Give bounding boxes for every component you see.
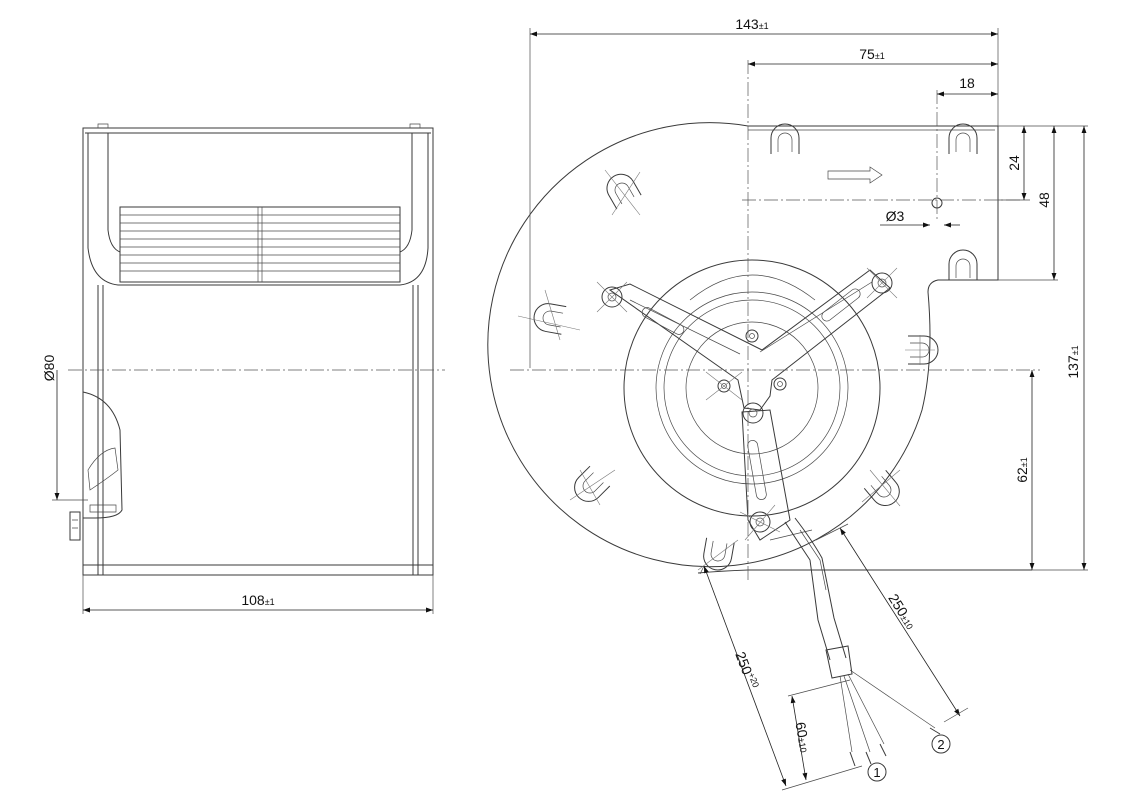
dim-side-diameter: Ø80 [41, 355, 57, 382]
side-view [52, 123, 445, 614]
dim-slot-depth: 24 [1006, 155, 1022, 171]
dim-side-width: 108±1 [241, 592, 274, 608]
dim-hole-dia: Ø3 [886, 208, 905, 224]
impeller-blades [119, 206, 401, 283]
dim-overall-height: 137±1 [1065, 345, 1081, 378]
callout-2-label: 2 [937, 737, 944, 752]
dim-cable-length-1: 250+20 [732, 649, 761, 691]
hole-d3 [931, 197, 943, 209]
motor-bracket [596, 267, 898, 541]
callout-1-label: 1 [873, 765, 880, 780]
dim-slot-spacing: 18 [959, 75, 975, 91]
dim-wire-strip: 60±10 [792, 721, 813, 754]
mounting-slots [533, 123, 978, 571]
callout-1 [867, 762, 887, 782]
airflow-arrow [827, 166, 883, 184]
dim-axis-height: 62±1 [1014, 457, 1030, 483]
callout-2 [931, 734, 951, 754]
dim-overall-width: 143±1 [735, 16, 768, 32]
dim-mount-height: 48 [1036, 192, 1052, 208]
dim-center-offset: 75±1 [859, 46, 885, 62]
motor-bump [69, 391, 123, 541]
front-view [487, 28, 1088, 791]
